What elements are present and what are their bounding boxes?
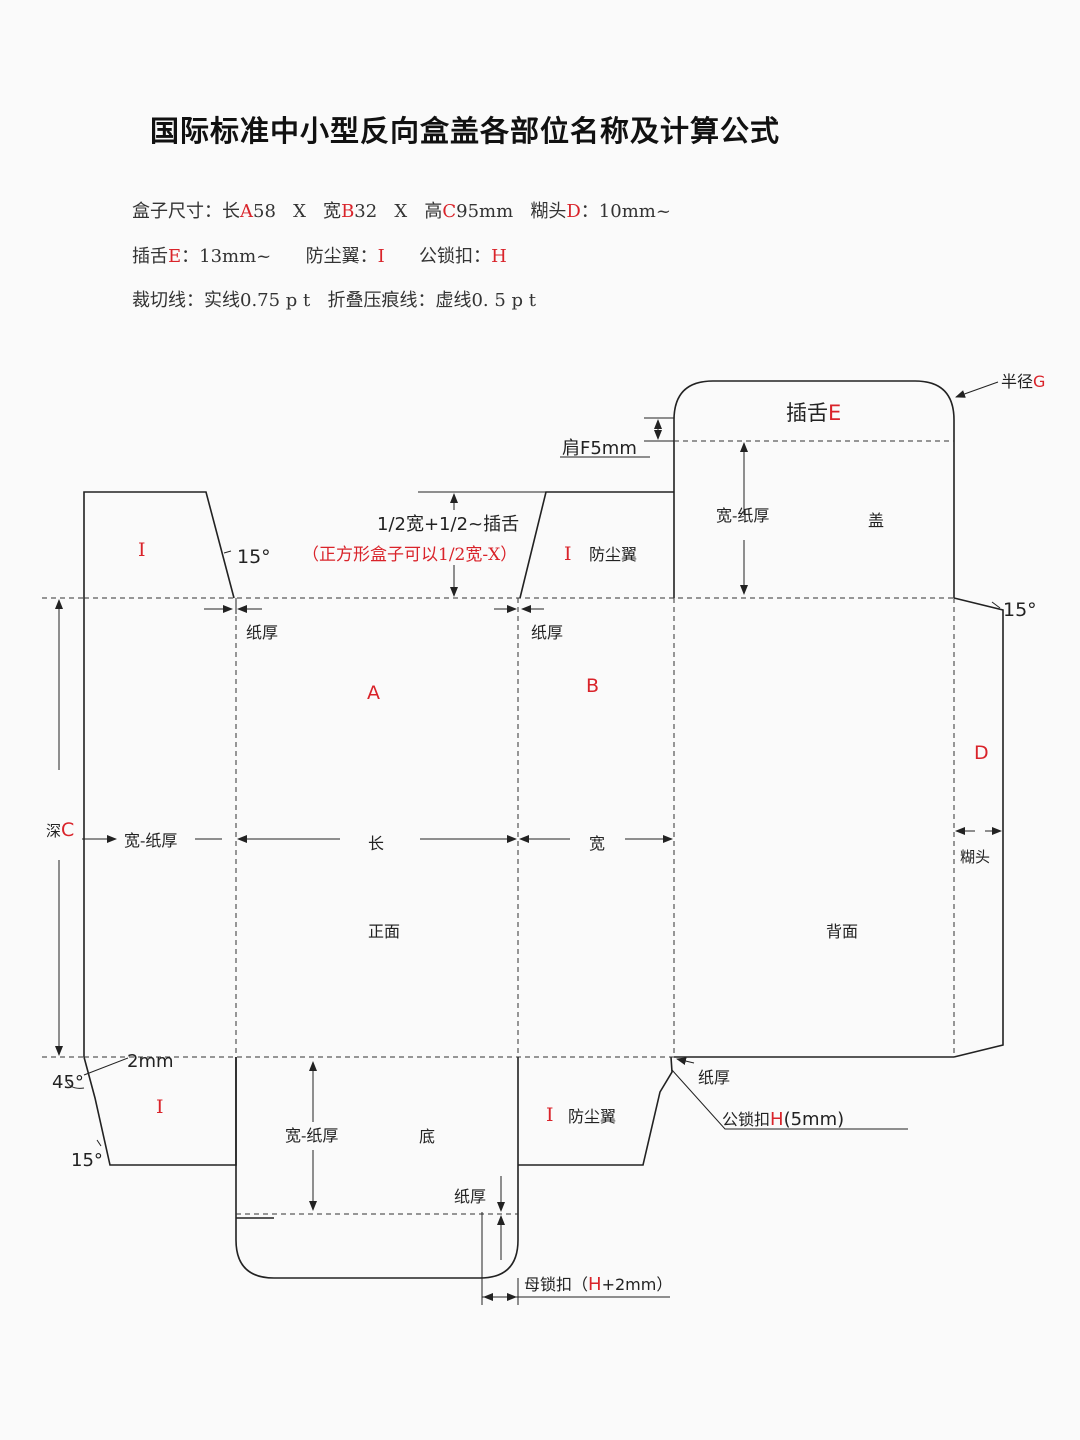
cut-lines [83,380,1004,1279]
outline-left-top-flap [83,491,235,1057]
label-shoulder: 肩F5mm [562,438,637,459]
label-thickness-bottom: 纸厚 [454,1187,486,1206]
label-flap-i-bottom-left: I [156,1096,164,1118]
outline-lid-tongue [673,380,955,598]
label-panel-d: D [974,742,989,764]
label-female-lock: 母锁扣（H+2mm） [524,1274,672,1295]
spec-line-dimensions: 盒子尺寸：长A58 X 宽B32 X 高C95mm 糊头D：10mm~ [132,201,671,222]
label-square-note: （正方形盒子可以1/2宽-X） [302,545,517,565]
label-back: 背面 [826,922,858,941]
label-angle-top: 15° [237,546,271,568]
label-panel-a: A [367,682,380,704]
label-angle-bottom: 15° [71,1150,103,1171]
outline-bottom-dust-flap [518,1056,673,1166]
outline-glue-flap [953,597,1004,1058]
label-front: 正面 [368,922,400,941]
label-width-thickness-left: 宽-纸厚 [124,831,177,850]
label-2mm: 2mm [127,1051,174,1072]
label-tuck-tongue: 插舌E [786,401,841,425]
label-radius: 半径G [1001,372,1045,391]
label-half-formula: 1/2宽+1/2~插舌 [377,514,519,535]
label-angle-glue: 15° [1003,599,1037,621]
label-lid-width-thickness: 宽-纸厚 [716,506,769,525]
label-dust-flap-bottom: 防尘翼 [568,1107,616,1126]
label-angle-45: 45° [52,1072,84,1093]
spec-line-lines: 裁切线：实线0.75 p t 折叠压痕线：虚线0. 5 p t [132,290,536,311]
label-flap-i-top-right: I [564,543,572,565]
outline-bottom-panel [235,1057,519,1279]
dimension-lines [55,381,1002,1305]
label-flap-i-top-left: I [138,539,146,561]
label-flap-i-bottom-right: I [546,1104,554,1126]
label-length: 长 [368,834,384,853]
label-bottom: 底 [419,1127,435,1146]
label-dust-flap-top: 防尘翼 [589,545,637,564]
label-panel-b: B [586,675,599,697]
label-depth: 深C [46,819,74,841]
label-lid: 盖 [868,511,884,530]
label-thickness-left: 纸厚 [246,623,278,642]
label-glue-flap: 糊头 [960,848,990,866]
label-width: 宽 [589,834,605,853]
page-title: 国际标准中小型反向盒盖各部位名称及计算公式 [150,114,781,148]
label-male-lock: 公锁扣H(5mm) [722,1109,844,1130]
fold-lines [42,440,955,1215]
label-bottom-width-thickness: 宽-纸厚 [285,1126,338,1145]
label-thickness-right: 纸厚 [531,623,563,642]
spec-line-tongue: 插舌E：13mm~ 防尘翼：I 公锁扣：H [132,246,507,267]
label-thickness-lock: 纸厚 [698,1068,730,1087]
